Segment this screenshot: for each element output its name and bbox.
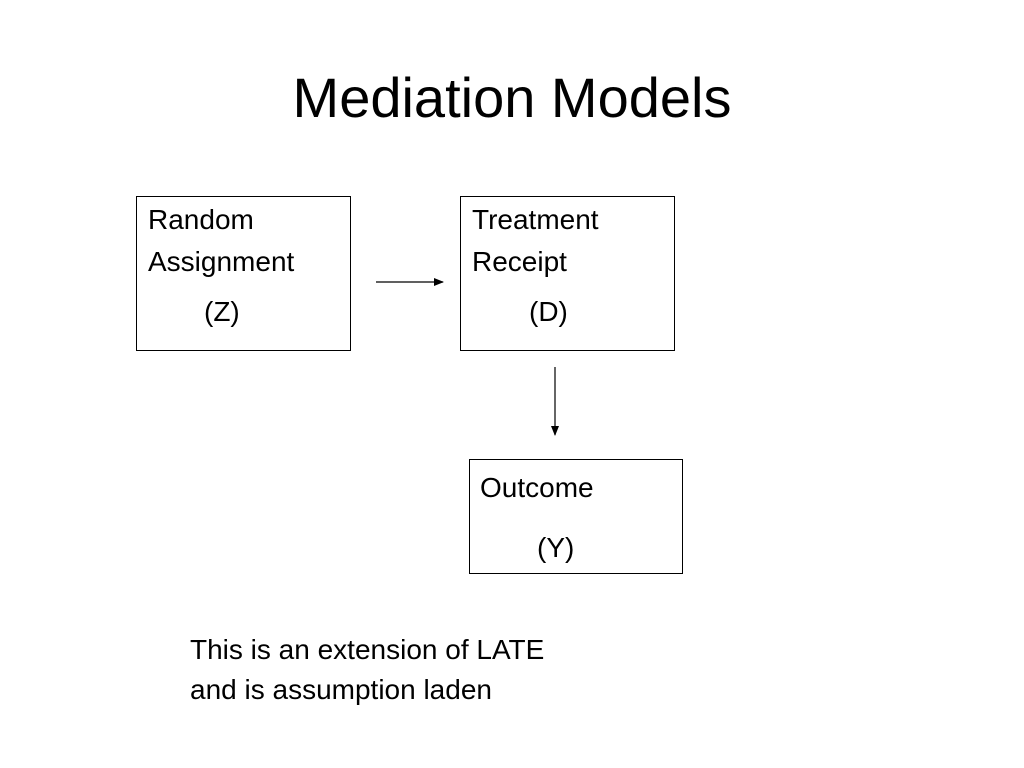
node-z-symbol: (Z) <box>204 296 240 327</box>
node-z-label-line-1: Random <box>148 204 254 235</box>
node-y-label-line-1: Outcome <box>480 472 594 503</box>
node-d-label-line-1: Treatment <box>472 204 599 235</box>
node-treatment-receipt: Treatment Receipt (D) <box>460 196 675 351</box>
node-outcome: Outcome (Y) <box>469 459 683 574</box>
node-y-symbol: (Y) <box>537 532 575 563</box>
node-random-assignment: Random Assignment (Z) <box>136 196 351 351</box>
node-d-symbol: (D) <box>529 296 568 327</box>
footnote-line-2: and is assumption laden <box>190 674 492 705</box>
node-z-label-line-2: Assignment <box>148 246 295 277</box>
footnote-line-1: This is an extension of LATE <box>190 634 545 665</box>
footnote: This is an extension of LATE and is assu… <box>190 630 544 710</box>
node-d-label-line-2: Receipt <box>472 246 567 277</box>
slide-title: Mediation Models <box>292 66 732 129</box>
